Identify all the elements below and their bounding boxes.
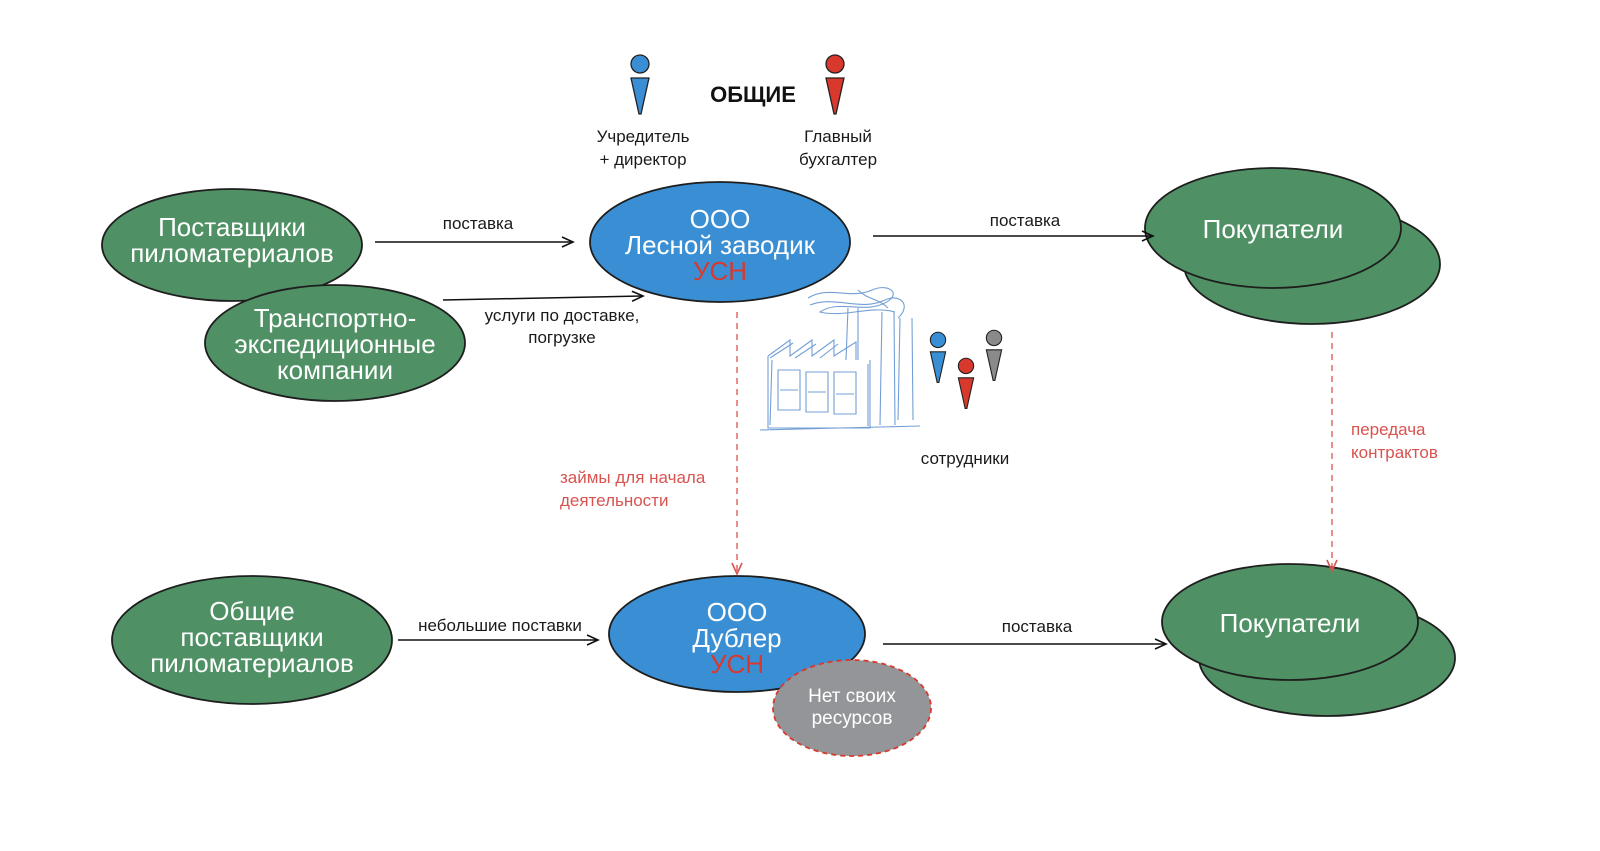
suppliers-top-line1: Поставщики bbox=[158, 212, 306, 242]
employee-blue-icon bbox=[929, 331, 947, 383]
company-main-node: ООО Лесной заводик УСН bbox=[589, 181, 851, 303]
employees-label: сотрудники bbox=[921, 449, 1010, 468]
edge-contracts-line2: контрактов bbox=[1351, 443, 1438, 462]
edge-transport-services-line2: погрузке bbox=[528, 328, 596, 347]
edge-transport-services-line1: услуги по доставке, bbox=[485, 306, 640, 325]
edge-supply-bottom-right: поставка bbox=[1002, 617, 1073, 636]
arrow-transport-to-company bbox=[442, 290, 645, 302]
suppliers-bottom-line2: поставщики bbox=[180, 622, 323, 652]
transport-line1: Транспортно- bbox=[254, 303, 417, 333]
no-resources-node: Нет своих ресурсов bbox=[772, 659, 932, 757]
company-main-tax: УСН bbox=[693, 256, 747, 286]
suppliers-bottom-line1: Общие bbox=[209, 596, 295, 626]
accountant-label-line1: Главный bbox=[804, 127, 872, 146]
edge-contracts-line1: передача bbox=[1351, 420, 1426, 439]
no-resources-line2: ресурсов bbox=[812, 708, 893, 729]
edge-loans-line2: деятельности bbox=[560, 491, 668, 510]
company-main-line2: Лесной заводик bbox=[625, 230, 816, 260]
buyers-bottom-label: Покупатели bbox=[1220, 608, 1361, 638]
buyers-bottom-node: Покупатели bbox=[1161, 563, 1456, 717]
company-double-node: ООО Дублер УСН bbox=[608, 575, 866, 693]
company-double-line2: Дублер bbox=[692, 623, 781, 653]
suppliers-top-node: Поставщики пиломатериалов bbox=[101, 188, 363, 302]
edge-small-supplies: небольшие поставки bbox=[418, 616, 582, 635]
employee-gray-icon bbox=[985, 329, 1003, 381]
company-main-line1: ООО bbox=[690, 204, 751, 234]
employee-red-icon bbox=[957, 357, 975, 409]
common-title: ОБЩИЕ bbox=[710, 82, 796, 107]
buyers-top-label: Покупатели bbox=[1203, 214, 1344, 244]
no-resources-line1: Нет своих bbox=[808, 686, 896, 707]
person-blue-icon bbox=[630, 54, 650, 115]
accountant-label-line2: бухгалтер bbox=[799, 150, 877, 169]
founder-label-line1: Учредитель bbox=[597, 127, 690, 146]
person-red-icon bbox=[825, 54, 845, 115]
suppliers-bottom-node: Общие поставщики пиломатериалов bbox=[111, 575, 393, 705]
suppliers-top-line2: пиломатериалов bbox=[130, 238, 334, 268]
factory-sketch-icon bbox=[759, 287, 921, 431]
founder-label-line2: + директор bbox=[599, 150, 686, 169]
buyers-top-node: Покупатели bbox=[1144, 167, 1441, 325]
company-double-tax: УСН bbox=[710, 649, 764, 679]
company-double-line1: ООО bbox=[707, 597, 768, 627]
transport-line2: экспедиционные bbox=[234, 329, 435, 359]
edge-supply-top-left: поставка bbox=[443, 214, 514, 233]
suppliers-bottom-line3: пиломатериалов bbox=[150, 648, 354, 678]
transport-node: Транспортно- экспедиционные компании bbox=[204, 284, 466, 402]
edge-supply-top-right: поставка bbox=[990, 211, 1061, 230]
edge-loans-line1: займы для начала bbox=[560, 468, 706, 487]
transport-line3: компании bbox=[277, 355, 393, 385]
